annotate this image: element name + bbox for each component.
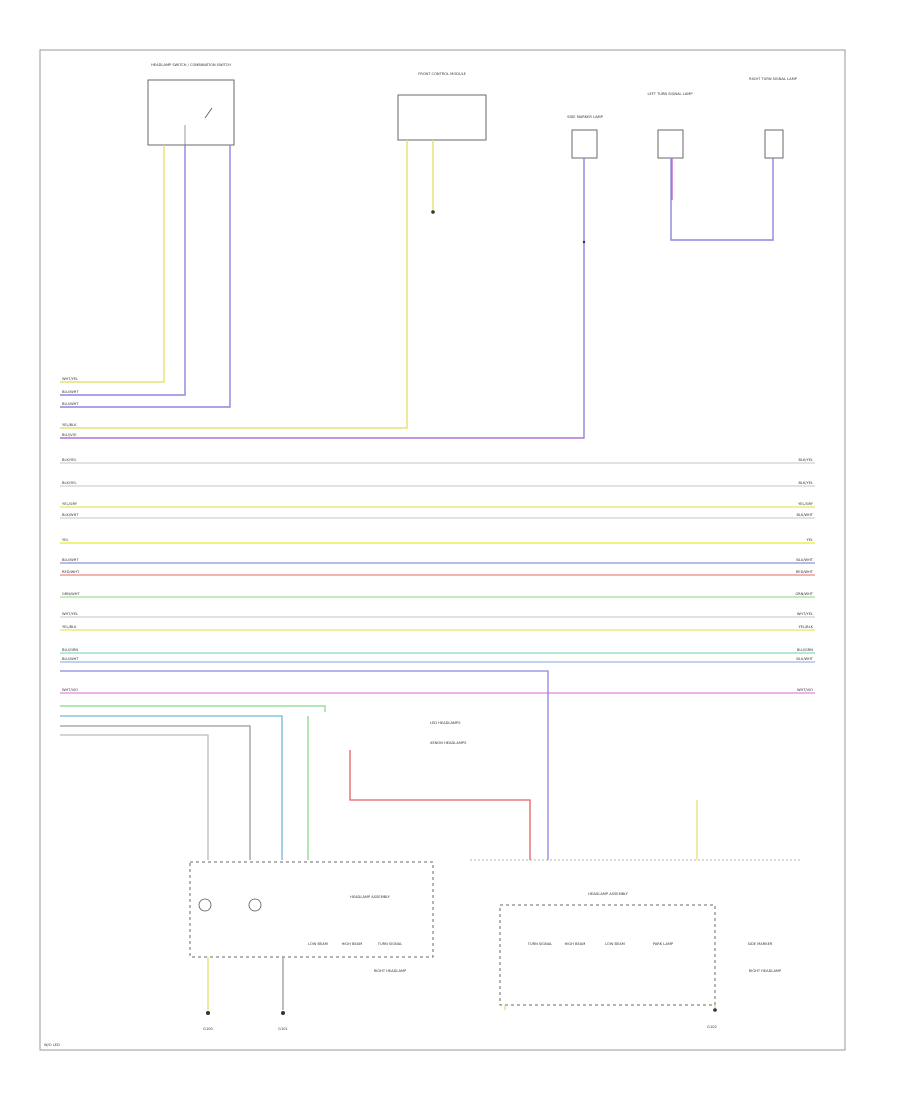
page-label: W/O LED [44, 1043, 60, 1047]
lamp-a-label: SIDE MARKER LAMP [567, 115, 603, 119]
bus-wire-label-right: BLK/WHT [797, 513, 814, 517]
bus-wire-label-left: WHT/YEL [62, 612, 78, 616]
bulb-left-2: HIGH BEAM [342, 942, 363, 946]
bus-wire-label-right: YEL [807, 538, 813, 542]
bus-wire-label-left: WHT/VIO [62, 688, 78, 692]
top-module-label: FRONT CONTROL MODULE [418, 72, 466, 76]
lamp-b-label: LEFT TURN SIGNAL LAMP [648, 92, 694, 96]
bus-wire-label-right: RED/WHT [796, 570, 814, 574]
lower-left-label: RIGHT HEADLAMP [374, 969, 407, 973]
bus-wire-label-left: BLK/YEL [62, 481, 77, 485]
lamp-c-label: RIGHT TURN SIGNAL LAMP [749, 77, 798, 81]
svg-text:BLU/VIO: BLU/VIO [62, 433, 77, 437]
ground-g101 [281, 1011, 285, 1015]
bus-wire-label-right: GRN/WHT [795, 592, 813, 596]
bus-wire-label-right: BLU/GRN [797, 648, 813, 652]
bus-wire-label-right: WHT/VIO [797, 688, 813, 692]
diagram-frame [39, 49, 846, 1051]
lamp-a: SIDE MARKER LAMP [567, 115, 604, 159]
lamp-c: RIGHT TURN SIGNAL LAMP [749, 77, 798, 159]
svg-text:WHT/YEL: WHT/YEL [62, 377, 78, 381]
bus-wire-label-left: YEL [62, 538, 68, 542]
bulb-right-1: TURN SIGNAL [527, 942, 552, 946]
bus-wire-label-right: BLK/YEL [798, 481, 813, 485]
lower-left-grounds [207, 957, 284, 1010]
bus-wires: BLK/YEL BLK/YEL BLK/YEL BLK/YEL YEL/GRY YEL/G… [60, 458, 815, 694]
legend: LED HEADLAMPS XENON HEADLAMPS [430, 721, 467, 745]
bus-wire-label-right: YEL/GRY [798, 502, 814, 506]
lower-right-sub: HEADLAMP ASSEMBLY [588, 892, 629, 896]
lower-left-headlamp: HEADLAMP ASSEMBLY RIGHT HEADLAMP LOW BEA… [189, 861, 434, 973]
bulb-right-4: PARK LAMP [653, 942, 674, 946]
bulb-right-5: SIDE MARKER [748, 942, 773, 946]
ground-g100 [206, 1011, 210, 1015]
legend-item-2: XENON HEADLAMPS [430, 741, 467, 745]
bulb-left-1: LOW BEAM [308, 942, 328, 946]
svg-text:YEL/BLK: YEL/BLK [62, 423, 77, 427]
bulb-left-3: TURN SIGNAL [377, 942, 402, 946]
bus-wire-label-left: BLU/WHT [62, 657, 79, 661]
bulb-right-3: LOW BEAM [605, 942, 625, 946]
lower-left-sub: HEADLAMP ASSEMBLY [350, 895, 391, 899]
ground-label-g102: G102 [707, 1025, 717, 1029]
bus-wire-label-left: BLU/GRN [62, 648, 78, 652]
svg-text:BLU/WHT: BLU/WHT [62, 402, 79, 406]
bus-wire-label-right: YEL/BLK [798, 625, 813, 629]
bus-wire-label-left: YEL/GRY [62, 502, 78, 506]
top-switch-label: HEADLAMP SWITCH / COMBINATION SWITCH [151, 63, 231, 67]
lamp-b: LEFT TURN SIGNAL LAMP [648, 92, 694, 159]
top-wires [60, 140, 774, 439]
splice-dot [582, 240, 586, 244]
bus-wire-label-right: BLK/YEL [798, 458, 813, 462]
top-switch: HEADLAMP SWITCH / COMBINATION SWITCH [147, 63, 235, 146]
bus-wire-label-left: YEL/BLK [62, 625, 77, 629]
bus-wire-label-left: RED/WHT [62, 570, 80, 574]
bus-wire-label-left: BLU/WHT [62, 558, 79, 562]
ground-label-g101: G101 [278, 1027, 288, 1031]
lower-right-label: RIGHT HEADLAMP [749, 969, 782, 973]
bulb-right-2: HIGH BEAM [565, 942, 586, 946]
bus-wire-label-right: WHT/YEL [797, 612, 813, 616]
bus-wire-label-right: BLU/WHT [796, 558, 813, 562]
ground-g102 [713, 1008, 717, 1012]
lower-right-headlamp: HEADLAMP ASSEMBLY RIGHT HEADLAMP TURN SI… [470, 859, 800, 1010]
legend-item-1: LED HEADLAMPS [430, 721, 461, 725]
svg-text:BLU/WHT: BLU/WHT [62, 390, 79, 394]
lower-wires [60, 670, 698, 860]
bus-wire-label-right: BLU/WHT [796, 657, 813, 661]
top-module: FRONT CONTROL MODULE [397, 72, 487, 141]
ground-label-g100: G100 [203, 1027, 213, 1031]
ground-symbol [431, 210, 435, 214]
left-pin-labels: WHT/YEL BLU/WHT BLU/WHT YEL/BLK BLU/VIO [62, 377, 79, 437]
bus-wire-label-left: GRN/WHT [62, 592, 80, 596]
bus-wire-label-left: BLK/WHT [62, 513, 79, 517]
bus-wire-label-left: BLK/YEL [62, 458, 77, 462]
